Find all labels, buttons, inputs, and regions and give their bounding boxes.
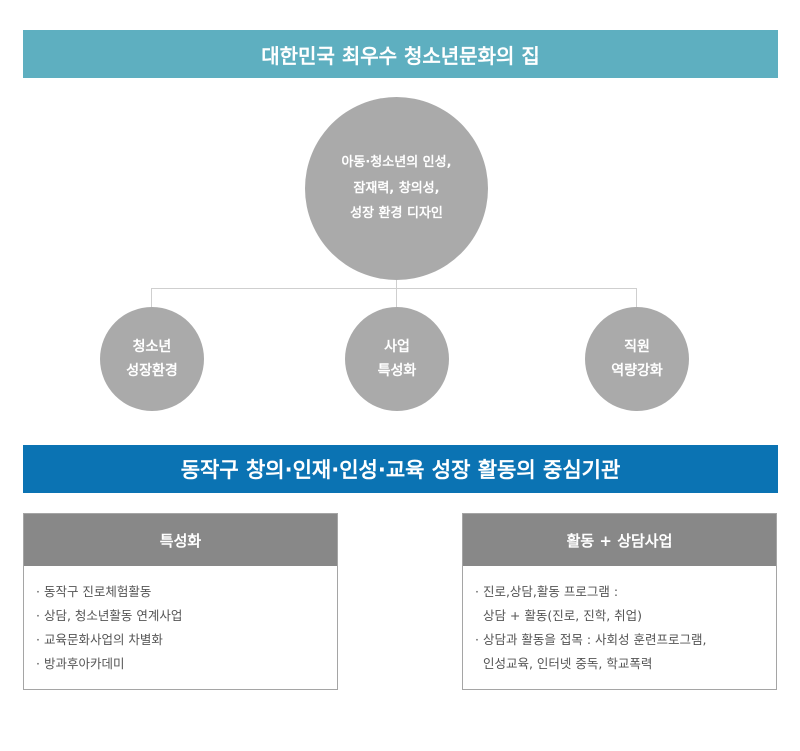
- circle-youth-growth-environment: 청소년 성장환경: [100, 307, 204, 411]
- panel-line: · 교육문화사업의 차별화: [36, 632, 163, 647]
- panel-specialization: 특성화 · 동작구 진로체험활동 · 상담, 청소년활동 연계사업 · 교육문화…: [23, 513, 338, 690]
- connector-vertical-center: [396, 280, 397, 307]
- panel-line: · 상담, 청소년활동 연계사업: [36, 608, 183, 623]
- panel-line: · 방과후아카데미: [36, 656, 125, 671]
- panel-line: 상담 + 활동(진로, 진학, 취업): [475, 608, 643, 623]
- top-banner-title: 대한민국 최우수 청소년문화의 집: [23, 30, 778, 78]
- panel-line: · 상담과 활동을 접목 : 사회성 훈련프로그램,: [475, 632, 707, 647]
- panel-title: 특성화: [24, 514, 337, 566]
- panel-line: · 동작구 진로체험활동: [36, 584, 152, 599]
- panel-line: 인성교육, 인터넷 중독, 학교폭력: [475, 656, 653, 671]
- connector-vertical-left: [151, 288, 152, 307]
- panel-title: 활동 + 상담사업: [463, 514, 776, 566]
- circle-staff-capacity: 직원 역량강화: [585, 307, 689, 411]
- panel-body: · 진로,상담,활동 프로그램 : 상담 + 활동(진로, 진학, 취업) · …: [463, 566, 776, 676]
- panel-line: · 진로,상담,활동 프로그램 :: [475, 584, 619, 599]
- center-circle: 아동·청소년의 인성, 잠재력, 창의성, 성장 환경 디자인: [305, 97, 488, 280]
- connector-horizontal: [151, 288, 637, 289]
- mid-banner-title: 동작구 창의·인재·인성·교육 성장 활동의 중심기관: [23, 445, 778, 493]
- circle-business-specialization: 사업 특성화: [345, 307, 449, 411]
- panel-activity-counseling: 활동 + 상담사업 · 진로,상담,활동 프로그램 : 상담 + 활동(진로, …: [462, 513, 777, 690]
- panel-body: · 동작구 진로체험활동 · 상담, 청소년활동 연계사업 · 교육문화사업의 …: [24, 566, 337, 676]
- connector-vertical-right: [636, 288, 637, 307]
